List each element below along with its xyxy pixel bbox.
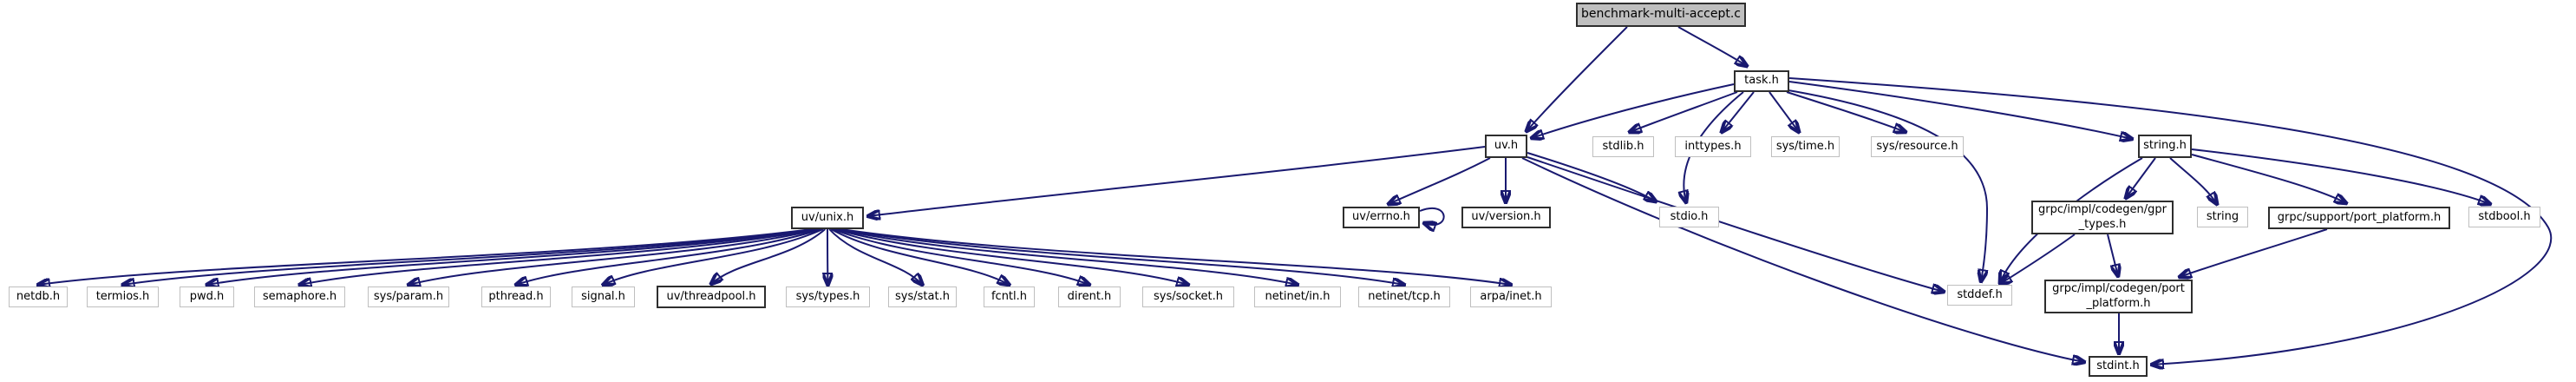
edge-uv-unix-h-to-fcntl-h xyxy=(830,228,1009,285)
graph-node-stdint-h[interactable]: stdint.h xyxy=(2089,356,2148,377)
edge-uv-unix-h-to-netinet-in-h xyxy=(836,228,1298,285)
graph-node-sys-resource-h: sys/resource.h xyxy=(1871,136,1964,157)
edge-task-h-to-string-h xyxy=(1788,81,2132,139)
edge-task-h-to-inttypes-h xyxy=(1722,91,1755,132)
edge-string-h-to-stdbool-h xyxy=(2191,148,2490,204)
graph-node-semaphore-h: semaphore.h xyxy=(254,286,345,307)
graph-node-uv-threadpool-h[interactable]: uv/threadpool.h xyxy=(657,286,766,308)
graph-node-termios-h: termios.h xyxy=(87,286,159,307)
edge-gpr-types-h-to-stddef-h xyxy=(2000,234,2076,284)
edge-task-h-to-sys-resource-h xyxy=(1786,91,1906,132)
graph-node-pwd-h: pwd.h xyxy=(180,286,234,307)
graph-node-uv-version-h[interactable]: uv/version.h xyxy=(1461,207,1551,228)
graph-node-stdlib-h: stdlib.h xyxy=(1592,136,1654,157)
graph-node-task-h[interactable]: task.h xyxy=(1734,70,1789,92)
edge-uv-unix-h-to-pwd-h xyxy=(207,228,815,285)
graph-node-sys-types-h: sys/types.h xyxy=(786,286,870,307)
edge-uv-unix-h-to-netinet-tcp-h xyxy=(839,228,1404,285)
edge-uv-unix-h-to-termios-h xyxy=(123,228,814,285)
graph-node-stdbool-h: stdbool.h xyxy=(2468,207,2540,227)
edge-uv-unix-h-to-arpa-inet-h xyxy=(840,228,1511,285)
edge-uv-h-to-uv-errno-h xyxy=(1389,157,1491,204)
edge-task-h-to-uv-h xyxy=(1532,83,1735,138)
edge-benchmark-multi-accept-c-to-uv-h xyxy=(1527,26,1628,131)
edge-uv-unix-h-to-sys-socket-h xyxy=(834,228,1188,285)
graph-node-sys-stat-h: sys/stat.h xyxy=(888,286,957,307)
edge-uv-unix-h-to-netdb-h xyxy=(38,228,812,285)
edge-uv-h-to-stddef-h xyxy=(1527,156,1944,292)
edge-gpr-types-h-to-codegen-port-platform-h xyxy=(2107,234,2118,276)
edge-string-h-to-support-port-platform-h xyxy=(2191,154,2346,203)
edge-uv-unix-h-to-dirent-h xyxy=(832,228,1089,285)
graph-node-inttypes-h: inttypes.h xyxy=(1675,136,1751,157)
edge-task-h-to-sys-time-h xyxy=(1769,91,1799,132)
graph-node-codegen-port-platform-h[interactable]: grpc/impl/codegen/port _platform.h xyxy=(2044,280,2193,313)
edge-task-h-to-stdlib-h xyxy=(1630,91,1738,132)
graph-node-netinet-in-h: netinet/in.h xyxy=(1254,286,1341,307)
edge-uv-unix-h-to-uv-threadpool-h xyxy=(711,228,826,284)
edge-benchmark-multi-accept-c-to-task-h xyxy=(1677,26,1747,66)
graph-node-string-h[interactable]: string.h xyxy=(2138,135,2192,158)
edge-uv-errno-h-to-uv-errno-h xyxy=(1419,207,1445,225)
graph-node-arpa-inet-h: arpa/inet.h xyxy=(1470,286,1552,307)
graph-node-netinet-tcp-h: netinet/tcp.h xyxy=(1358,286,1450,307)
graph-node-dirent-h: dirent.h xyxy=(1058,286,1121,307)
edge-uv-unix-h-to-signal-h xyxy=(604,228,824,285)
graph-node-support-port-platform-h[interactable]: grpc/support/port_platform.h xyxy=(2268,207,2450,229)
edge-uv-unix-h-to-sys-stat-h xyxy=(828,228,922,285)
graph-node-uv-unix-h[interactable]: uv/unix.h xyxy=(791,207,864,229)
graph-node-stdio-h: stdio.h xyxy=(1659,207,1719,227)
graph-node-fcntl-h: fcntl.h xyxy=(984,286,1035,307)
edge-uv-unix-h-to-pthread-h xyxy=(516,228,822,285)
graph-node-netdb-h: netdb.h xyxy=(9,286,68,307)
graph-node-stddef-h: stddef.h xyxy=(1947,285,2012,306)
graph-node-sys-socket-h: sys/socket.h xyxy=(1142,286,1234,307)
edge-uv-h-to-uv-unix-h xyxy=(868,146,1486,216)
edge-uv-unix-h-to-sys-param-h xyxy=(409,228,820,285)
edge-string-h-to-string-node xyxy=(2169,157,2217,204)
graph-node-sys-param-h: sys/param.h xyxy=(368,286,449,307)
graph-node-signal-h: signal.h xyxy=(572,286,635,307)
graph-node-gpr-types-h[interactable]: grpc/impl/codegen/gpr _types.h xyxy=(2031,201,2174,234)
graph-node-benchmark-multi-accept-c: benchmark-multi-accept.c xyxy=(1576,3,1746,27)
edge-support-port-platform-h-to-codegen-port-platform-h xyxy=(2180,228,2328,277)
graph-node-uv-h[interactable]: uv.h xyxy=(1485,135,1527,158)
graph-node-sys-time-h: sys/time.h xyxy=(1771,136,1840,157)
graph-node-uv-errno-h[interactable]: uv/errno.h xyxy=(1343,207,1420,228)
edge-string-h-to-gpr-types-h xyxy=(2126,157,2156,198)
edge-uv-h-to-stdint-h xyxy=(1521,157,2084,362)
edge-task-h-to-stddef-h xyxy=(1782,89,1987,281)
graph-node-pthread-h: pthread.h xyxy=(481,286,551,307)
edge-uv-unix-h-to-semaphore-h xyxy=(300,228,818,285)
graph-node-string-node: string xyxy=(2197,207,2248,227)
